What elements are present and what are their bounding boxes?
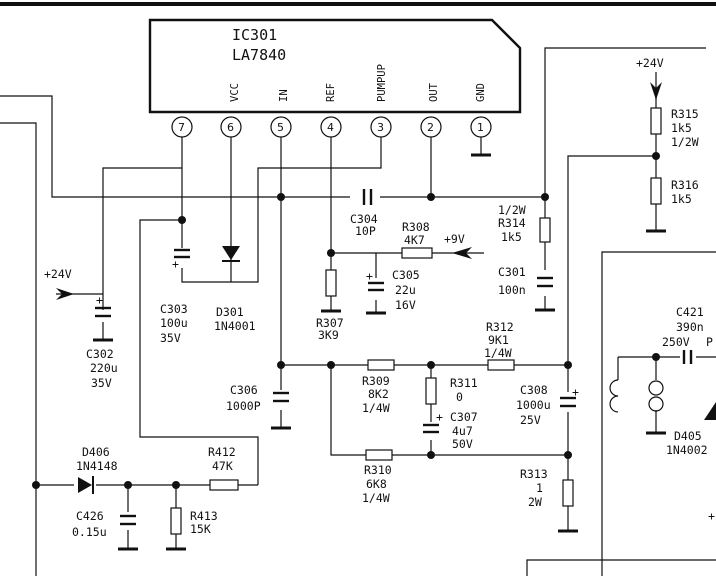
c301-ref: C301 [498, 265, 526, 279]
c421-v: 250V [662, 335, 690, 349]
supply-arrows [56, 72, 662, 300]
pin-num-1: 1 [477, 121, 484, 134]
c305-ref: C305 [392, 268, 420, 282]
pin-name-pumpup: PUMPUP [376, 64, 388, 102]
r308-val: 4K7 [404, 233, 425, 247]
r310-pw: 1/4W [362, 491, 390, 505]
r311-val: 0 [456, 390, 463, 404]
c426-ref: C426 [76, 509, 104, 523]
c308-ref: C308 [520, 383, 548, 397]
pin-num-6: 6 [227, 121, 234, 134]
r314-pw: 1/2W [498, 203, 526, 217]
plus-c308: + [572, 385, 579, 399]
labels: C304 10P R308 4K7 1/2W R314 1k5 R315 1k5… [72, 107, 713, 539]
r314-val: 1k5 [501, 230, 522, 244]
r316-ref: R316 [671, 178, 699, 192]
c305-val: 22u [395, 283, 416, 297]
pin-num-5: 5 [277, 121, 284, 134]
r307-val: 3K9 [318, 328, 339, 342]
c306-ref: C306 [230, 383, 258, 397]
r313-pw: 2W [528, 495, 542, 509]
pin-num-2: 2 [427, 121, 434, 134]
diodes [78, 246, 716, 494]
c304-ref: C304 [350, 212, 378, 226]
r311-ref: R311 [450, 376, 478, 390]
r313-val: 1 [536, 481, 543, 495]
c421-ref: C421 [676, 305, 704, 319]
plus-c302: + [96, 293, 103, 307]
ic-ref: IC301 [232, 26, 277, 44]
resistors [170, 107, 662, 535]
r413-ref: R413 [190, 509, 218, 523]
r316-val: 1k5 [671, 192, 692, 206]
pin-name-in: IN [278, 89, 290, 102]
r310-val: 6K8 [366, 477, 387, 491]
r413-val: 15K [190, 522, 211, 536]
wires [0, 47, 716, 576]
c308-val: 1000u [516, 398, 551, 412]
r309-val: 8K2 [368, 387, 389, 401]
d406-ref: D406 [82, 445, 110, 459]
pin-name-gnd: GND [475, 83, 487, 102]
d405-val: 1N4002 [666, 443, 708, 457]
supply-mid: +9V [444, 232, 465, 246]
c307-val: 4u7 [452, 424, 473, 438]
r312-pw: 1/4W [484, 346, 512, 360]
supply-left: +24V [44, 267, 72, 281]
r315-pw: 1/2W [671, 135, 699, 149]
pin-num-7: 7 [178, 121, 185, 134]
plus-c307: + [436, 410, 443, 424]
c301-val: 100n [498, 283, 526, 297]
r314-ref: R314 [498, 216, 526, 230]
coils [609, 379, 664, 413]
c302-ref: C302 [86, 347, 114, 361]
d301-ref: D301 [216, 305, 244, 319]
r412-ref: R412 [208, 445, 236, 459]
pin-name-vcc: VCC [229, 83, 241, 102]
ic-part: LA7840 [232, 46, 286, 64]
d406-val: 1N4148 [76, 459, 118, 473]
d405-ref: D405 [674, 429, 702, 443]
capacitor-plates [95, 189, 693, 526]
r315-val: 1k5 [671, 121, 692, 135]
c304-val: 10P [355, 224, 376, 238]
c307-v: 50V [452, 437, 473, 451]
plus-right: + [708, 509, 715, 523]
c302-v: 35V [91, 376, 112, 390]
r309-ref: R309 [362, 374, 390, 388]
supply-right: +24V [636, 56, 664, 70]
junction-dots [32, 152, 660, 489]
c306-val: 1000P [226, 399, 261, 413]
c426-val: 0.15u [72, 525, 107, 539]
c305-v: 16V [395, 298, 416, 312]
ground-symbols [93, 153, 666, 551]
c421-p: P [706, 335, 713, 349]
c303-ref: C303 [160, 302, 188, 316]
c421-val: 390n [676, 320, 704, 334]
r315-ref: R315 [671, 107, 699, 121]
r309-pw: 1/4W [362, 401, 390, 415]
r310-ref: R310 [364, 463, 392, 477]
d301-val: 1N4001 [214, 319, 256, 333]
r312-val: 9K1 [488, 333, 509, 347]
pin-num-4: 4 [327, 121, 334, 134]
c303-val: 100u [160, 316, 188, 330]
pin-name-out: OUT [428, 82, 440, 102]
plus-c305: + [366, 269, 373, 283]
c302-val: 220u [90, 361, 118, 375]
c308-v: 25V [520, 413, 541, 427]
r307-ref: R307 [316, 316, 344, 330]
ic-body [148, 18, 522, 114]
c303-v: 35V [160, 331, 181, 345]
r313-ref: R313 [520, 467, 548, 481]
pin-num-3: 3 [377, 121, 384, 134]
plus-c303: + [172, 257, 179, 271]
pin-name-ref: REF [325, 83, 337, 102]
r412-val: 47K [212, 459, 233, 473]
c307-ref: C307 [450, 410, 478, 424]
r308-ref: R308 [402, 220, 430, 234]
r312-ref: R312 [486, 320, 514, 334]
